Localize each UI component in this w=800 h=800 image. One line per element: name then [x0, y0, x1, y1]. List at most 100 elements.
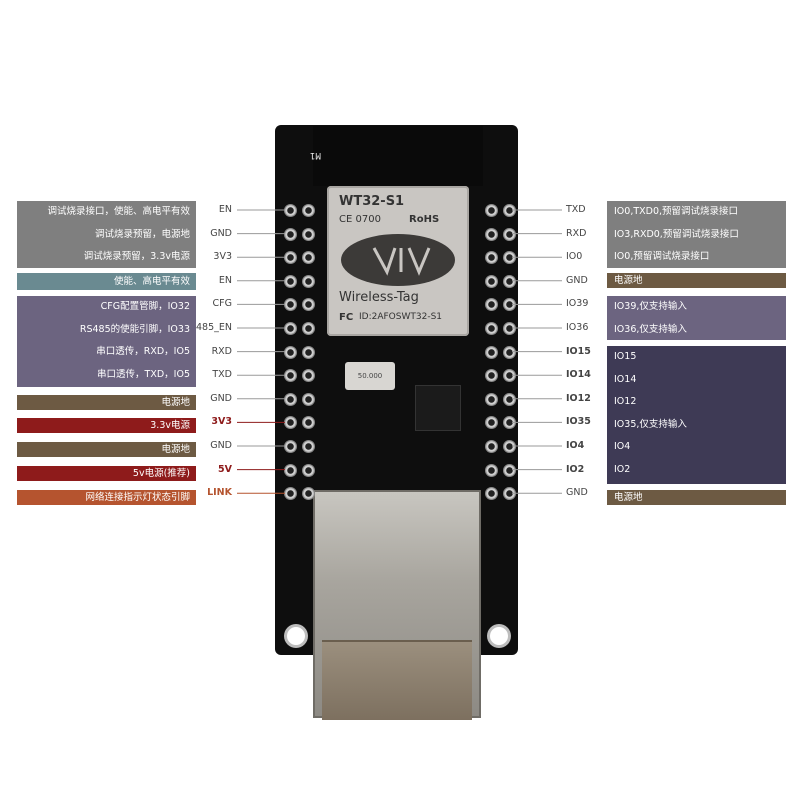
right-desc: IO2: [614, 463, 631, 475]
right-desc: IO4: [614, 441, 631, 452]
right-desc: IO14: [614, 373, 637, 385]
module-model: WT32-S1: [339, 194, 405, 209]
left-band-enable: 使能、高电平有效: [17, 273, 196, 290]
right-pin-label: IO0: [566, 251, 583, 263]
right-pin-pad: [503, 298, 516, 312]
left-pin-pad-inner: [302, 251, 315, 265]
mounting-hole: [287, 627, 305, 645]
right-desc: IO35,仅支持输入: [614, 418, 687, 430]
right-pin-label: IO36: [566, 322, 589, 333]
right-desc: IO3,RXD0,预留调试烧录接口: [614, 228, 739, 240]
left-desc: 5v电源(推荐): [132, 468, 190, 479]
left-pin-label: RXD: [211, 345, 232, 357]
right-pin-pad: [503, 345, 516, 359]
right-pin-pad: [503, 440, 516, 453]
right-pin-pad: [503, 487, 516, 501]
right-pin-label: RXD: [566, 227, 587, 239]
right-pin-pad-inner: [485, 251, 498, 265]
right-pin-label: IO35: [566, 416, 591, 428]
left-pin-pad-inner: [302, 463, 315, 477]
left-pin-pad: [284, 322, 297, 335]
right-pin-label: IO4: [566, 440, 585, 451]
left-pin-pad: [284, 416, 297, 430]
right-band-gpio: IO15 IO14 IO12 IO35,仅支持输入 IO4 IO2: [607, 346, 786, 484]
left-pin-pad: [284, 274, 297, 288]
left-pin-pad: [284, 369, 297, 383]
right-band-debug: IO0,TXD0,预留调试烧录接口 IO3,RXD0,预留调试烧录接口 IO0,…: [607, 201, 786, 268]
right-pin-label: GND: [566, 487, 588, 499]
right-pin-pad-inner: [485, 416, 498, 430]
left-pin-pad: [284, 251, 297, 265]
right-pin-pad: [503, 392, 516, 406]
left-desc: 串口透传，TXD，IO5: [97, 368, 190, 380]
right-pin-label: TXD: [566, 204, 586, 215]
left-band-gnd2: 电源地: [17, 442, 196, 457]
module-id: ID:2AFOSWT32-S1: [359, 312, 443, 322]
left-pin-pad-inner: [302, 204, 315, 217]
left-pin-label: LINK: [207, 487, 232, 499]
left-pin-label: GND: [210, 227, 232, 239]
left-band-5v: 5v电源(推荐): [17, 466, 196, 481]
right-band-gnd1: 电源地: [607, 273, 786, 288]
right-pin-label: GND: [566, 274, 588, 286]
left-band-gnd1: 电源地: [17, 395, 196, 410]
left-pin-pad-inner: [302, 369, 315, 383]
wifi-module: WT32-S1 CE 0700 RoHS Wireless-Tag FC ID:…: [327, 186, 469, 336]
left-desc: 调试烧录预留，电源地: [94, 228, 190, 240]
right-desc: 电源地: [614, 275, 643, 286]
right-pin-pad-inner: [485, 204, 498, 217]
right-pin-pad-inner: [485, 487, 498, 501]
right-pin-label: IO14: [566, 369, 591, 381]
right-band-gnd2: 电源地: [607, 490, 786, 505]
mounting-hole: [490, 627, 508, 645]
left-desc: 调试烧录接口，使能、高电平有效: [47, 206, 190, 217]
left-pin-label: 3V3: [211, 416, 232, 428]
left-band-link: 网络连接指示灯状态引脚: [17, 490, 196, 505]
left-pin-pad-inner: [302, 345, 315, 359]
left-band-io: CFG配置管脚，IO32 RS485的使能引脚，IO33 串口透传，RXD，IO…: [17, 296, 196, 387]
left-desc: 3.3v电源: [150, 420, 190, 431]
left-desc: 调试烧录预留，3.3v电源: [83, 251, 190, 262]
left-desc: 网络连接指示灯状态引脚: [85, 492, 190, 503]
left-pin-label: GND: [210, 440, 232, 451]
left-pin-pad-inner: [302, 298, 315, 312]
wireless-tag-logo: [341, 234, 455, 286]
right-pin-pad-inner: [485, 298, 498, 312]
module-fc: FC: [339, 312, 354, 323]
left-band-debug: 调试烧录接口，使能、高电平有效 调试烧录预留，电源地 调试烧录预留，3.3v电源: [17, 201, 196, 268]
left-pin-label: EN: [218, 204, 232, 215]
right-pin-pad: [503, 463, 516, 477]
left-desc: 电源地: [161, 444, 190, 455]
left-desc: RS485的使能引脚，IO33: [79, 323, 190, 335]
left-pin-pad: [284, 345, 297, 359]
right-pin-pad: [503, 416, 516, 430]
left-pin-pad: [284, 298, 297, 312]
left-pin-label: GND: [210, 392, 232, 404]
left-pin-pad: [284, 227, 297, 241]
right-pin-label: IO2: [566, 463, 585, 475]
right-desc: IO15: [614, 351, 637, 362]
left-pin-pad-inner: [302, 392, 315, 406]
left-pin-label: 3V3: [213, 251, 232, 263]
left-pin-pad-inner: [302, 274, 315, 288]
right-pin-pad: [503, 369, 516, 383]
left-desc: CFG配置管脚，IO32: [100, 301, 190, 312]
rj45-port-opening: [322, 640, 472, 720]
right-desc: IO0,TXD0,预留调试烧录接口: [614, 206, 739, 217]
left-pin-label: EN: [218, 274, 232, 286]
right-pin-pad-inner: [485, 440, 498, 453]
right-desc: IO39,仅支持输入: [614, 301, 687, 312]
left-desc: 串口透传，RXD，IO5: [96, 346, 190, 357]
right-pin-label: IO39: [566, 298, 589, 310]
left-pin-pad-inner: [302, 487, 315, 501]
left-pin-label: TXD: [212, 369, 232, 381]
left-pin-pad: [284, 392, 297, 406]
left-pin-pad-inner: [302, 440, 315, 453]
right-pin-pad-inner: [485, 345, 498, 359]
ethernet-phy-chip: [415, 385, 461, 431]
right-pin-pad: [503, 204, 516, 217]
right-pin-pad: [503, 251, 516, 265]
left-pin-pad: [284, 463, 297, 477]
left-pin-pad: [284, 204, 297, 217]
left-desc: 电源地: [161, 397, 190, 408]
